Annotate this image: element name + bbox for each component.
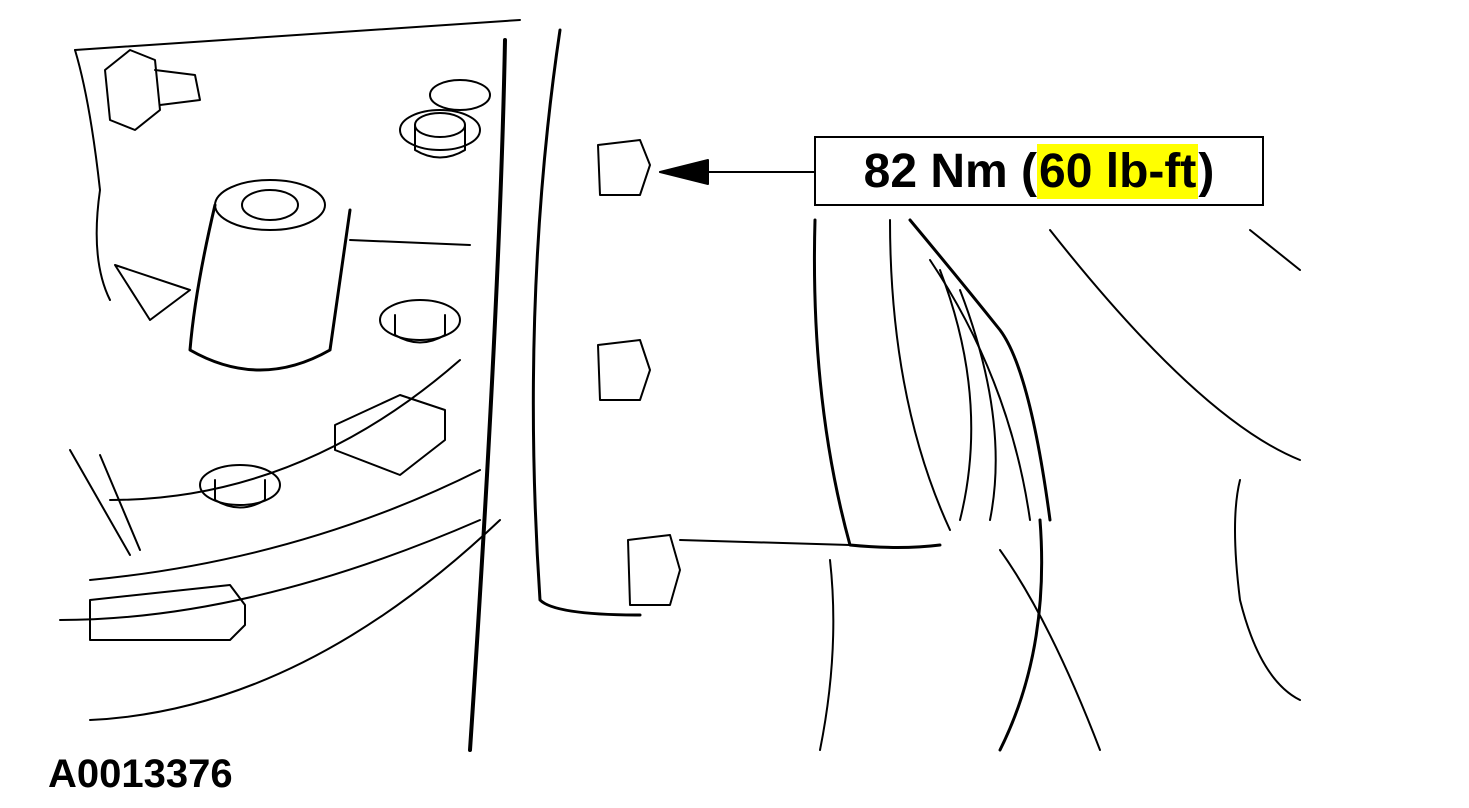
close-paren: ): [1198, 144, 1215, 198]
torque-imperial-value-highlighted: 60 lb-ft: [1037, 143, 1199, 199]
torque-metric-value: 82 Nm: [863, 144, 1008, 198]
figure-id-label: A0013376: [48, 752, 233, 796]
torque-spec-callout: 82 Nm (60 lb-ft): [814, 136, 1264, 206]
open-paren: (: [1021, 144, 1038, 198]
